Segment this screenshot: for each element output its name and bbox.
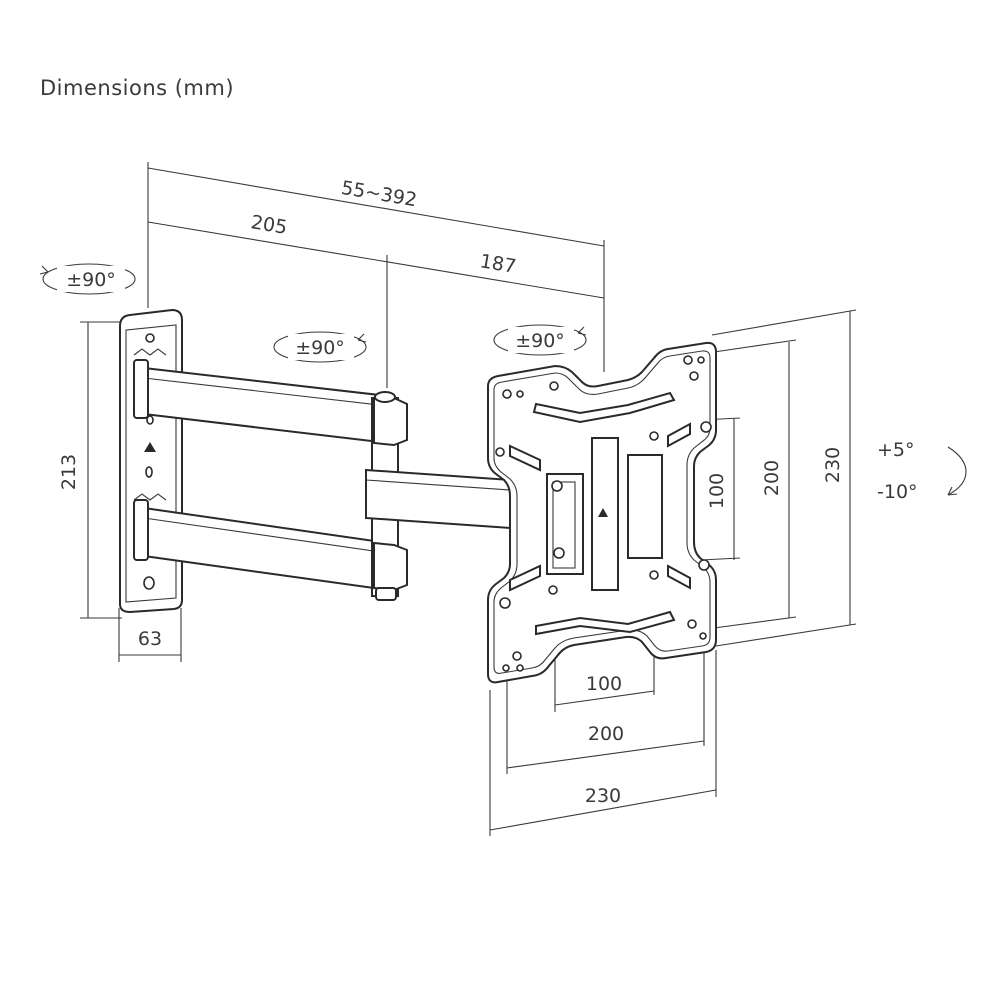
arm-swivel-indicator: ±90°	[273, 331, 367, 363]
wall-plate	[119, 308, 183, 614]
page-title: Dimensions (mm)	[40, 76, 235, 100]
arm-length-dimensions: 205 187	[147, 211, 605, 388]
total-extension-label: 55~392	[340, 177, 419, 212]
second-arm	[365, 468, 511, 530]
vesa-inner-horizontal-label: 100	[586, 673, 622, 695]
tilt-up-label: +5°	[877, 439, 915, 461]
arm-second-label: 187	[478, 250, 517, 278]
arm-swivel-label: ±90°	[295, 337, 345, 359]
wall-plate-height-label: 213	[58, 454, 80, 490]
wall-swivel-indicator: ±90°	[39, 263, 136, 295]
tilt-indicator: +5° -10°	[877, 439, 967, 503]
plate-swivel-label: ±90°	[515, 330, 565, 352]
vesa-inner-vertical-label: 100	[706, 473, 728, 509]
plate-height-label: 230	[822, 447, 844, 483]
wall-plate-width-dimension: 63	[118, 608, 182, 662]
plate-width-label: 230	[585, 785, 621, 807]
wall-plate-width-label: 63	[138, 628, 162, 650]
vesa-outer-vertical-label: 200	[761, 460, 783, 496]
vesa-vertical-dimensions: 100 200 230	[661, 309, 857, 647]
arm-first-label: 205	[249, 211, 288, 239]
wall-swivel-label: ±90°	[66, 269, 116, 291]
vesa-outer-horizontal-label: 200	[588, 723, 624, 745]
wall-plate-height-dimension: 213	[58, 321, 122, 619]
plate-swivel-indicator: ±90°	[493, 324, 587, 356]
vesa-plate	[487, 341, 717, 684]
first-arm	[133, 359, 389, 592]
tilt-down-label: -10°	[877, 481, 918, 503]
